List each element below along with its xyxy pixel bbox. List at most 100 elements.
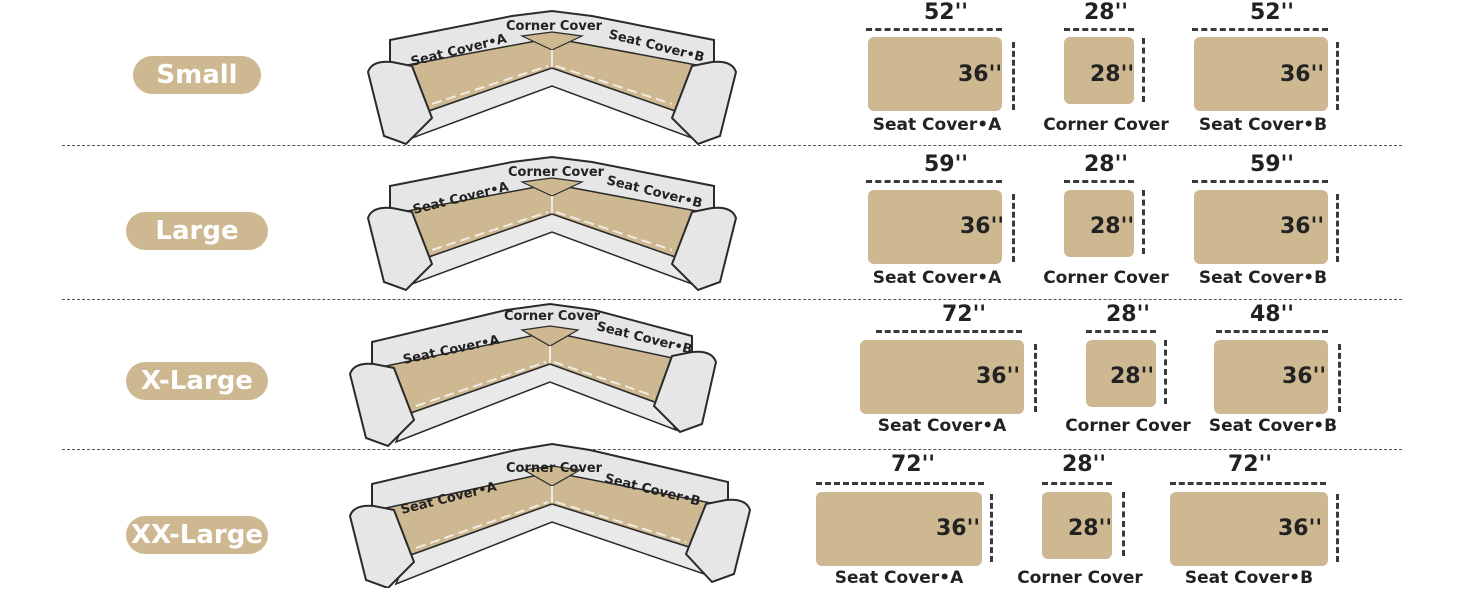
panel-seat-cover-b: 52'' 36'' Seat Cover•B [1192, 0, 1352, 140]
panel-corner-cover: 28'' 28'' Corner Cover [1043, 152, 1169, 292]
panel-seat-cover-b: 48'' 36'' Seat Cover•B [1209, 302, 1352, 442]
cover-shape [816, 492, 982, 566]
width-dashed-line [1086, 330, 1156, 333]
cover-shape [868, 37, 1002, 111]
row-divider [62, 299, 1402, 300]
cover-shape [1194, 37, 1328, 111]
width-dimension: 59'' [923, 152, 969, 177]
sectional-sofa-illustration: Seat Cover•A Corner Cover Seat Cover•B [366, 9, 738, 146]
row-divider [62, 145, 1402, 146]
panel-label: Seat Cover•B [1198, 268, 1328, 288]
width-dimension: 72'' [941, 302, 987, 327]
sofa-label-corner: Corner Cover [506, 19, 603, 34]
panel-label: Seat Cover•A [872, 268, 1002, 288]
cover-shape [1194, 190, 1328, 264]
width-dimension: 28'' [1105, 302, 1151, 327]
depth-dashed-line [1142, 38, 1145, 102]
depth-dashed-line [1012, 194, 1015, 262]
depth-dashed-line [1336, 42, 1339, 110]
width-dashed-line [876, 330, 1022, 333]
size-row-xx-large: XX-Large Seat Cover•A Corner Cover Seat … [0, 442, 1464, 602]
depth-dimension: 36'' [1280, 62, 1325, 87]
panel-label: Seat Cover•A [834, 568, 964, 588]
width-dimension: 48'' [1249, 302, 1295, 327]
width-dashed-line [866, 180, 1002, 183]
size-row-large: Large Seat Cover•A Corner Cover Seat Cov… [0, 152, 1464, 302]
panel-label: Corner Cover [1017, 568, 1143, 588]
panel-label: Seat Cover•B [1198, 115, 1328, 135]
size-badge: Large [126, 212, 268, 250]
cover-shape [868, 190, 1002, 264]
cover-shape [1064, 37, 1134, 104]
depth-dimension: 36'' [960, 214, 1005, 239]
size-row-small: Small Seat Cover•A Corner Cover Seat Cov… [0, 0, 1464, 150]
size-badge: X-Large [126, 362, 268, 400]
row-divider [62, 449, 1402, 450]
cover-shape [1214, 340, 1328, 414]
width-dashed-line [1170, 482, 1326, 485]
depth-dimension: 28'' [1110, 364, 1155, 389]
panel-label: Seat Cover•B [1184, 568, 1314, 588]
cover-shape [1086, 340, 1156, 407]
panel-label: Corner Cover [1043, 115, 1169, 135]
depth-dashed-line [1336, 494, 1339, 562]
depth-dashed-line [1034, 344, 1037, 412]
depth-dimension: 36'' [976, 364, 1021, 389]
width-dimension: 72'' [890, 452, 936, 477]
width-dashed-line [1216, 330, 1328, 333]
panel-corner-cover: 28'' 28'' Corner Cover [1065, 302, 1191, 442]
panel-label: Seat Cover•A [872, 115, 1002, 135]
cover-shape [860, 340, 1024, 414]
width-dashed-line [1042, 482, 1112, 485]
width-dashed-line [1064, 180, 1134, 183]
width-dimension: 28'' [1083, 152, 1129, 177]
cover-shape [1042, 492, 1112, 559]
panel-seat-cover-a: 72'' 36'' Seat Cover•A [814, 452, 1000, 592]
panel-label: Seat Cover•B [1208, 416, 1338, 436]
width-dashed-line [1192, 28, 1328, 31]
panel-corner-cover: 28'' 28'' Corner Cover [1017, 452, 1143, 592]
sectional-sofa-illustration: Seat Cover•A Corner Cover Seat Cover•B [366, 155, 738, 292]
depth-dimension: 28'' [1090, 62, 1135, 87]
size-row-x-large: X-Large Seat Cover•A Corner Cover Seat C… [0, 302, 1464, 452]
width-dimension: 52'' [923, 0, 969, 25]
width-dashed-line [816, 482, 984, 485]
depth-dashed-line [1142, 190, 1145, 254]
panel-label: Corner Cover [1043, 268, 1169, 288]
depth-dimension: 28'' [1090, 214, 1135, 239]
depth-dimension: 36'' [1280, 214, 1325, 239]
sofa-label-corner: Corner Cover [508, 165, 605, 180]
width-dimension: 52'' [1249, 0, 1295, 25]
depth-dimension: 28'' [1068, 516, 1113, 541]
depth-dimension: 36'' [1278, 516, 1323, 541]
width-dimension: 59'' [1249, 152, 1295, 177]
panel-corner-cover: 28'' 28'' Corner Cover [1043, 0, 1169, 140]
depth-dimension: 36'' [1282, 364, 1327, 389]
depth-dimension: 36'' [958, 62, 1003, 87]
depth-dashed-line [1164, 340, 1167, 404]
size-badge: Small [133, 56, 261, 94]
depth-dashed-line [1338, 344, 1341, 412]
sofa-label-corner: Corner Cover [504, 309, 601, 324]
panel-seat-cover-a: 59'' 36'' Seat Cover•A [866, 152, 1026, 292]
panel-label: Seat Cover•A [877, 416, 1007, 436]
width-dashed-line [1064, 28, 1134, 31]
depth-dashed-line [1336, 194, 1339, 262]
width-dashed-line [1192, 180, 1328, 183]
size-badge: XX-Large [126, 516, 268, 554]
width-dimension: 28'' [1061, 452, 1107, 477]
sectional-sofa-illustration: Seat Cover•A Corner Cover Seat Cover•B [348, 442, 752, 588]
depth-dashed-line [990, 494, 993, 562]
depth-dashed-line [1122, 492, 1125, 556]
sofa-label-corner: Corner Cover [506, 461, 603, 476]
sectional-sofa-illustration: Seat Cover•A Corner Cover Seat Cover•B [348, 302, 718, 448]
width-dimension: 72'' [1227, 452, 1273, 477]
panel-label: Corner Cover [1065, 416, 1191, 436]
depth-dimension: 36'' [936, 516, 981, 541]
width-dimension: 28'' [1083, 0, 1129, 25]
cover-shape [1170, 492, 1328, 566]
panel-seat-cover-b: 72'' 36'' Seat Cover•B [1168, 452, 1354, 592]
depth-dashed-line [1012, 42, 1015, 110]
panel-seat-cover-a: 72'' 36'' Seat Cover•A [858, 302, 1044, 442]
panel-seat-cover-a: 52'' 36'' Seat Cover•A [866, 0, 1026, 140]
